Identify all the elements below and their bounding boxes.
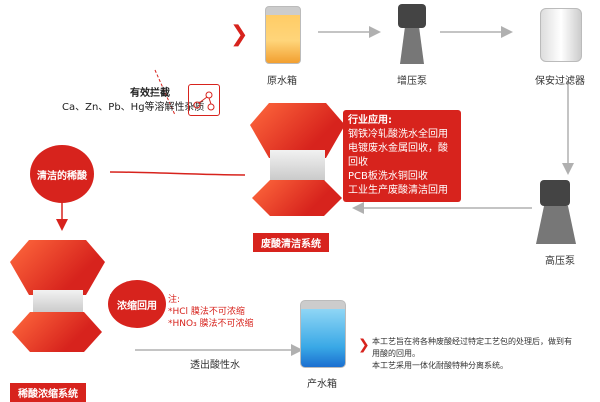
industry-application-box: 行业应用: 钢铁冷轧酸洗水全回用 电镀废水金属回收，酸回收 PCB板洗水铜回收 … [343,110,461,202]
industry-item: 工业生产废酸清洁回用 [348,185,448,196]
note-line: *HCl 膜法不可浓缩 [168,307,245,317]
intercept-text: Ca、Zn、Pb、Hg等溶解性杂质 [62,102,205,113]
dilute-acid-system-banner: 稀酸浓缩系统 [10,383,86,402]
intercept-pointer [154,69,176,116]
product-water-tank-icon [300,300,346,368]
raw-water-tank-label: 原水箱 [267,76,297,87]
description-line: 用酸的回用。 [372,349,420,358]
product-water-tank-label: 产水箱 [307,379,337,390]
molecule-icon [188,84,220,116]
waste-acid-system-banner: 废酸清洁系统 [253,233,329,252]
intercept-title: 有效拦截 [130,88,170,99]
concentrate-return-circle: 浓缩回用 [108,280,166,328]
raw-water-tank-icon [265,6,301,64]
booster-pump-label: 增压泵 [397,76,427,87]
note-line: *HNO₃ 膜法不可浓缩 [168,319,254,329]
high-pressure-pump-base [536,206,576,244]
waste-acid-module-top [250,103,345,158]
waste-acid-module-base [252,180,342,216]
booster-pump-icon [398,4,426,28]
note-title: 注: [168,295,181,305]
red-flow-1 [109,171,246,176]
industry-title: 行业应用: [348,115,392,126]
industry-item: 电镀废水金属回收，酸回收 [348,143,448,168]
booster-pump-base [400,28,424,64]
note-block: 注: *HCl 膜法不可浓缩 *HNO₃ 膜法不可浓缩 [168,294,254,330]
description-line: 本工艺采用一体化耐酸特种分离系统。 [372,361,508,370]
high-pressure-pump-label: 高压泵 [545,256,575,267]
clean-dilute-acid-circle: 清洁的稀酸 [30,145,94,203]
entry-chevron-icon: ❯ [230,22,249,47]
security-filter-label: 保安过滤器 [535,76,585,87]
permeate-acid-label: 透出酸性水 [190,360,240,371]
security-filter-icon [540,8,582,62]
high-pressure-pump-icon [540,180,570,206]
description-block: 本工艺旨在将各种废酸经过特定工艺包的处理后，做到有 用酸的回用。 本工艺采用一体… [372,336,572,372]
industry-item: 钢铁冷轧酸洗水全回用 [348,129,448,140]
description-line: 本工艺旨在将各种废酸经过特定工艺包的处理后，做到有 [372,337,572,346]
description-chevron-icon: ❯ [358,337,370,353]
industry-item: PCB板洗水铜回收 [348,171,428,182]
dilute-acid-module-top [10,240,105,295]
dilute-acid-module-base [12,312,102,352]
